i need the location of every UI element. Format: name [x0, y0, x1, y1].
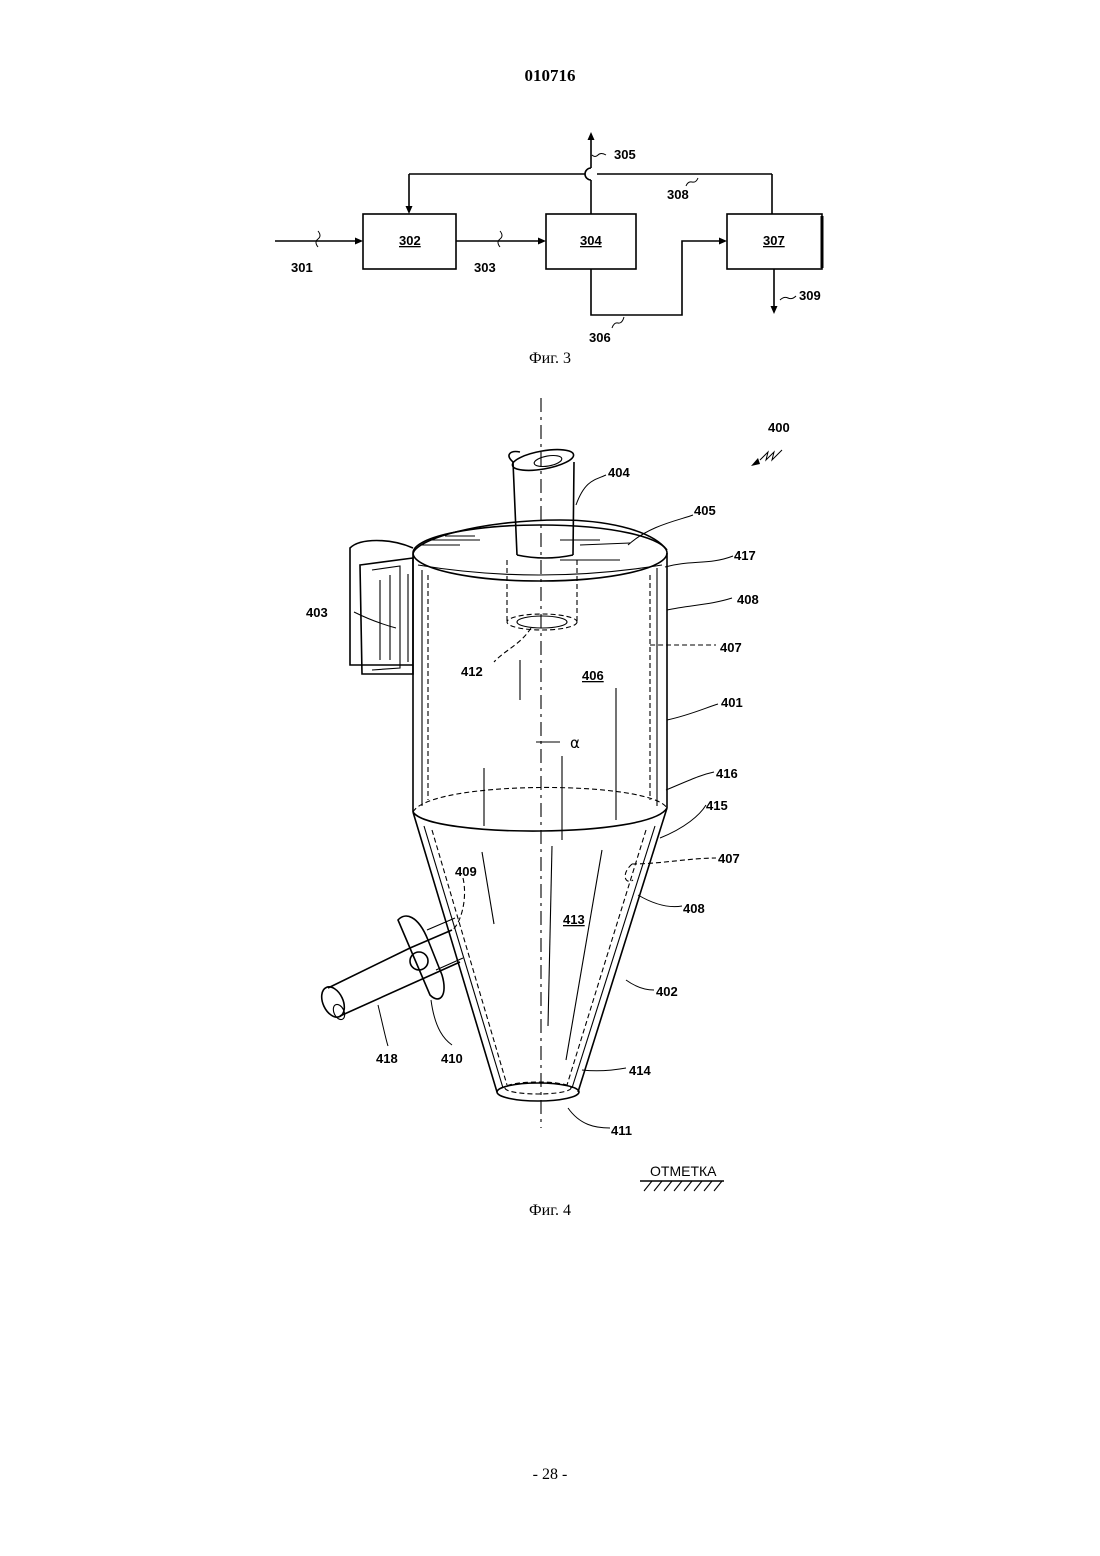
label-409: 409	[455, 864, 477, 879]
label-417: 417	[734, 548, 756, 563]
label-407-bottom: 407	[718, 851, 740, 866]
fig4-caption: Фиг. 4	[0, 1202, 1100, 1220]
label-406: 406	[582, 668, 604, 683]
label-415: 415	[706, 798, 728, 813]
fig3-caption: Фиг. 3	[0, 350, 1100, 368]
fig3-diagram: 302 304 307 301 303 305 306 308 309	[275, 132, 822, 345]
label-413: 413	[563, 912, 585, 927]
label-410: 410	[441, 1051, 463, 1066]
label-402: 402	[656, 984, 678, 999]
label-408-bottom: 408	[683, 901, 705, 916]
stream-305-label: 305	[614, 147, 636, 162]
ground-mark-label: ОТМЕТКА	[650, 1163, 717, 1179]
side-nozzle-418	[328, 948, 420, 1016]
label-414: 414	[629, 1063, 651, 1078]
stream-308-label: 308	[667, 187, 689, 202]
box-302-label: 302	[399, 233, 421, 248]
label-407-top: 407	[720, 640, 742, 655]
fig4-cyclone-drawing: ОТМЕТКА 400 404 405 417 408 403 407 412 …	[306, 398, 790, 1191]
stream-301-label: 301	[291, 260, 313, 275]
label-408-top: 408	[737, 592, 759, 607]
label-404: 404	[608, 465, 630, 480]
label-411: 411	[611, 1123, 632, 1138]
label-418: 418	[376, 1051, 398, 1066]
cone-junction-415	[413, 808, 667, 831]
gas-outlet-pipe-404	[513, 462, 574, 555]
label-401: 401	[721, 695, 743, 710]
stream-306-label: 306	[589, 330, 611, 345]
label-405: 405	[694, 503, 716, 518]
stream-303-label: 303	[474, 260, 496, 275]
page-number: - 28 -	[0, 1466, 1100, 1484]
label-alpha: α	[570, 734, 580, 752]
label-412: 412	[461, 664, 483, 679]
box-307-label: 307	[763, 233, 785, 248]
stream-306-line	[591, 241, 721, 315]
box-304-label: 304	[580, 233, 602, 248]
label-400: 400	[768, 420, 790, 435]
stream-309-label: 309	[799, 288, 821, 303]
label-403: 403	[306, 605, 328, 620]
solids-outlet-411	[497, 1083, 579, 1101]
cone-402	[413, 812, 497, 1092]
label-416: 416	[716, 766, 738, 781]
